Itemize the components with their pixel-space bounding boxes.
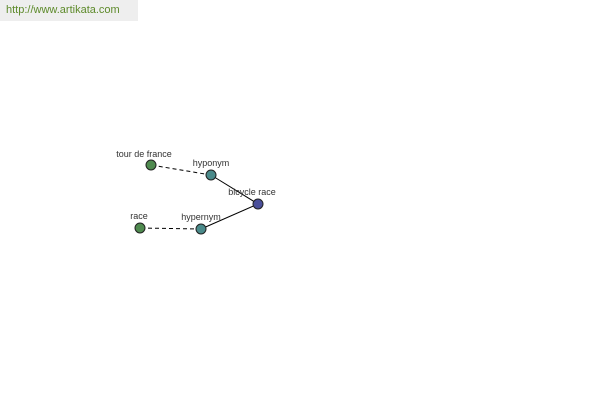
edge-hypernym-to-race	[139, 227, 202, 230]
watermark-url: http://www.artikata.com	[6, 4, 120, 16]
edge-hyponym-to-tour-de-france	[150, 164, 212, 176]
edge-bicycle-race-to-hyponym	[210, 174, 259, 205]
node-hyponym[interactable]	[205, 169, 217, 181]
node-bicycle-race[interactable]	[252, 198, 264, 210]
node-hypernym[interactable]	[195, 223, 207, 235]
node-layer: bicycle race hyponym hypernym tour de franc…	[116, 149, 276, 235]
node-label-race[interactable]: race	[130, 211, 148, 221]
node-label-tour-de-france[interactable]: tour de france	[116, 149, 172, 159]
edge-layer	[139, 164, 259, 230]
artikata-watermark: http://www.artikata.com	[0, 0, 138, 21]
node-label-bicycle-race[interactable]: bicycle race	[228, 187, 276, 197]
node-tour-de-france[interactable]	[145, 159, 157, 171]
node-race[interactable]	[134, 222, 146, 234]
edge-bicycle-race-to-hypernym	[200, 203, 259, 230]
node-label-hypernym[interactable]: hypernym	[181, 212, 221, 222]
node-label-hyponym[interactable]: hyponym	[193, 158, 230, 168]
